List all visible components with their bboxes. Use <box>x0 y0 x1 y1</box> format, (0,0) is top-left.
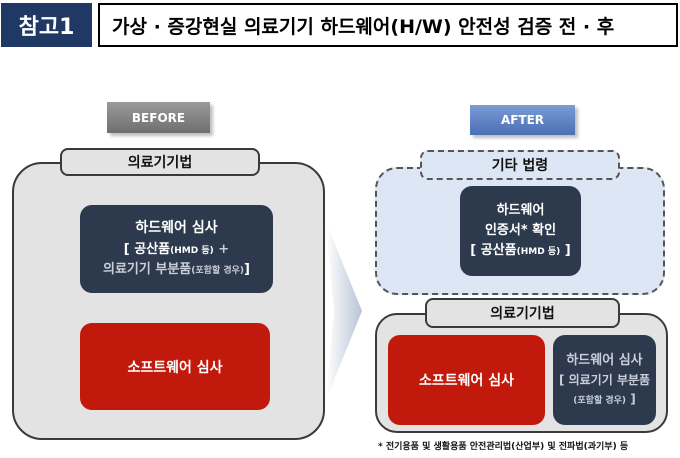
hw-line1: [ 공산품(HMD 등) + <box>124 240 229 260</box>
after-tag: AFTER <box>470 105 575 135</box>
cert-line3: [ 공산품(HMD 등) ] <box>470 241 570 261</box>
cert-line3-text: [ 공산품 <box>470 243 517 259</box>
after-hw-close: ] <box>630 391 636 406</box>
after-sw-review-box: 소프트웨어 심사 <box>388 335 545 425</box>
footnote: * 전기용품 및 생활용품 안전관리법(산업부) 및 전파법(과기부) 등 <box>378 442 629 452</box>
after-hw-line2-small: (포함할 경우) <box>573 395 627 406</box>
hw-review-title: 하드웨어 심사 <box>135 220 218 237</box>
hw-line2: 의료기기 부분품(포함할 경우)] <box>103 260 250 280</box>
hw-close: ] <box>244 261 250 277</box>
cert-close: ] <box>564 243 571 259</box>
cert-line3-small: (HMD 등) <box>516 247 561 258</box>
hw-cert-box: 하드웨어 인증서* 확인 [ 공산품(HMD 등) ] <box>460 186 581 276</box>
hw-plus: + <box>218 241 230 257</box>
cert-line2: 인증서* 확인 <box>484 222 557 238</box>
other-law-tab: 기타 법령 <box>420 150 620 180</box>
hw-line2-small: (포함할 경우) <box>191 265 245 276</box>
after-hw-line1: [ 의료기기 부분품 <box>558 373 651 388</box>
chevron-right-icon <box>326 222 362 400</box>
page-title: 가상 · 증강현실 의료기기 하드웨어(H/W) 안전성 검증 전 · 후 <box>98 3 678 47</box>
before-law-tab: 의료기기법 <box>60 148 260 176</box>
cert-line1: 하드웨어 <box>496 202 545 218</box>
reference-label: 참고1 <box>1 3 92 47</box>
before-hw-review-box: 하드웨어 심사 [ 공산품(HMD 등) + 의료기기 부분품(포함할 경우)] <box>80 205 273 293</box>
before-tag: BEFORE <box>107 102 210 133</box>
hw-line1-text: [ 공산품 <box>123 241 171 257</box>
before-sw-review-box: 소프트웨어 심사 <box>80 323 270 410</box>
hw-line1-small: (HMD 등) <box>170 245 214 256</box>
after-hw-line2: (포함할 경우) ] <box>573 390 635 409</box>
after-law-tab: 의료기기법 <box>425 298 620 328</box>
after-hw-review-box: 하드웨어 심사 [ 의료기기 부분품 (포함할 경우) ] <box>553 335 656 425</box>
after-hw-title: 하드웨어 심사 <box>566 353 643 369</box>
hw-line2-text: 의료기기 부분품 <box>103 261 192 277</box>
